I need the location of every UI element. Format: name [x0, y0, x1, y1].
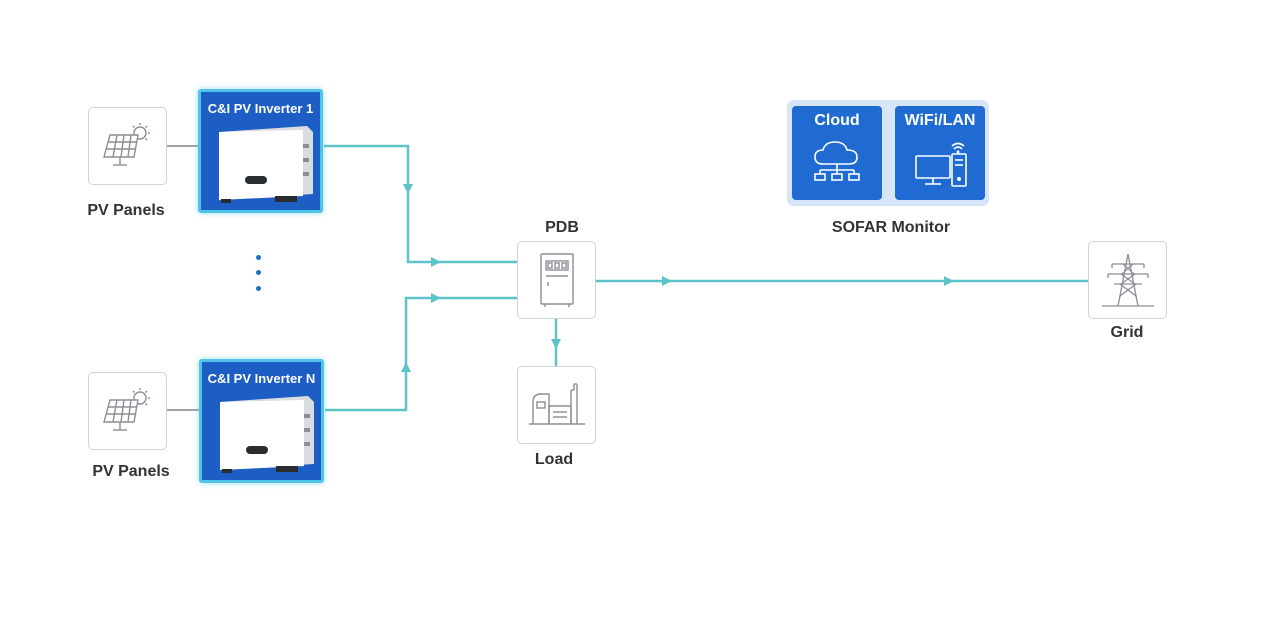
pv-panels-bottom-label: PV Panels	[92, 463, 170, 480]
arrow-up-icon	[401, 362, 411, 372]
computer-wifi-icon	[915, 142, 967, 187]
factory-icon	[528, 383, 585, 425]
solar-panel-icon	[102, 388, 150, 431]
inverter-device-icon	[219, 126, 313, 203]
pv-panels-top-box	[88, 107, 167, 185]
inverter-1: C&I PV Inverter 1	[198, 89, 323, 213]
grid-label: Grid	[1110, 324, 1144, 341]
inverter-device-icon	[220, 396, 314, 473]
arrow-down-icon	[551, 339, 561, 349]
arrow-right-icon	[662, 276, 672, 286]
arrow-right-icon	[431, 293, 441, 303]
arrow-down-icon	[403, 184, 413, 194]
inverter-n-title: C&I PV Inverter N	[207, 371, 316, 386]
arrow-right-icon	[944, 276, 954, 286]
load-label: Load	[534, 451, 574, 468]
inverter-1-to-pdb-line	[324, 144, 518, 264]
pv-panels-top-label: PV Panels	[87, 202, 165, 219]
inverter-n: C&I PV Inverter N	[199, 359, 324, 483]
wifi-lan-label: WiFi/LAN	[904, 112, 976, 129]
pv-panels-bottom-box	[88, 372, 167, 450]
inverter-n-to-pdb-line	[325, 296, 518, 412]
distribution-board-icon	[539, 253, 574, 307]
pdb-label: PDB	[545, 219, 579, 236]
cloud-label: Cloud	[814, 112, 860, 129]
cloud-network-icon	[814, 141, 860, 181]
solar-panel-icon	[102, 123, 150, 166]
wifi-lan-card: WiFi/LAN	[895, 106, 985, 200]
cloud-card: Cloud	[792, 106, 882, 200]
arrow-right-icon	[431, 257, 441, 267]
sofar-monitor-panel: Cloud WiFi/LAN	[787, 100, 989, 206]
load-box	[517, 366, 596, 444]
transmission-tower-icon	[1101, 253, 1154, 307]
sofar-monitor-title: SOFAR Monitor	[831, 219, 951, 236]
grid-box	[1088, 241, 1167, 319]
pdb-box	[517, 241, 596, 319]
inverter-1-title: C&I PV Inverter 1	[207, 101, 314, 116]
